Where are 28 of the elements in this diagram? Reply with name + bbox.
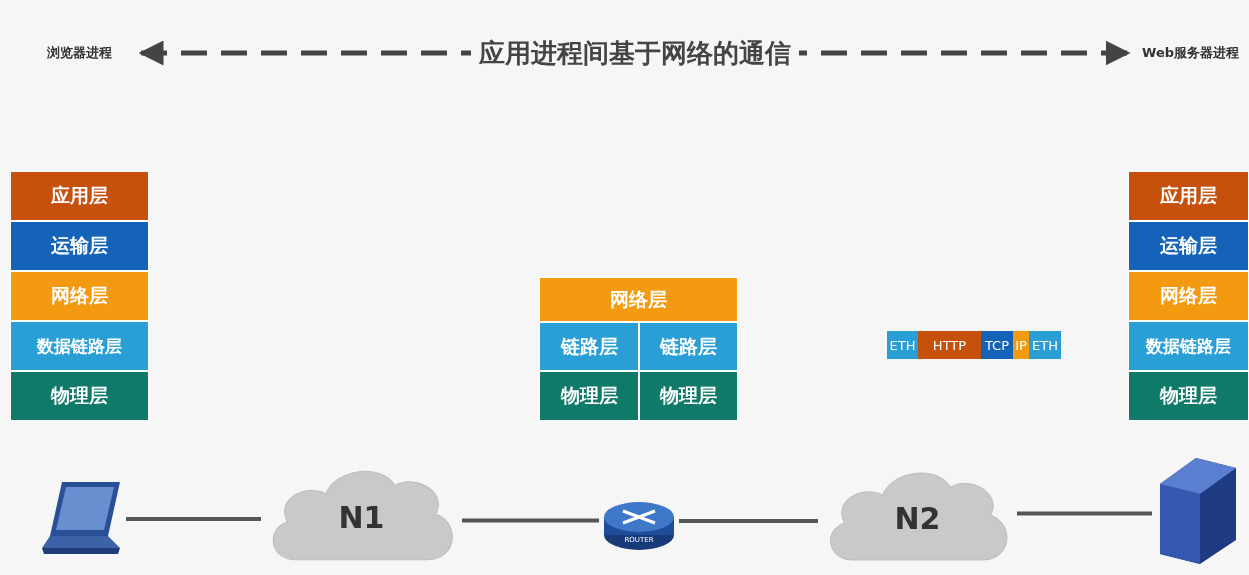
network-label: N2 [894,500,941,536]
layer-box: 运输层 [10,221,149,271]
layer-box: 网络层 [1128,271,1249,321]
layer-box: 链路层 [639,322,738,371]
network-label: N1 [338,499,385,535]
packet-field: ETH [887,331,918,359]
process-label: Web服务器进程 [1132,42,1249,64]
connection-line [126,517,261,521]
layer-box: 数据链路层 [10,321,149,371]
layer-box: 运输层 [1128,221,1249,271]
packet-field: IP [1013,331,1029,359]
layer-box: 数据链路层 [1128,321,1249,371]
connection-line [679,519,818,523]
packet-field: TCP [981,331,1013,359]
layer-box: 网络层 [10,271,149,321]
connection-line [462,518,599,523]
layer-box: 物理层 [639,371,738,421]
layer-box: 应用层 [10,171,149,221]
layer-box: 应用层 [1128,171,1249,221]
layer-box: 网络层 [539,277,738,322]
connection-line [1017,511,1152,516]
process-label: 浏览器进程 [22,42,137,64]
packet-field: HTTP [918,331,981,359]
packet-field: ETH [1029,331,1061,359]
layer-box: 物理层 [1128,371,1249,421]
layer-box: 物理层 [539,371,639,421]
layer-box: 链路层 [539,322,639,371]
layer-box: 物理层 [10,371,149,421]
